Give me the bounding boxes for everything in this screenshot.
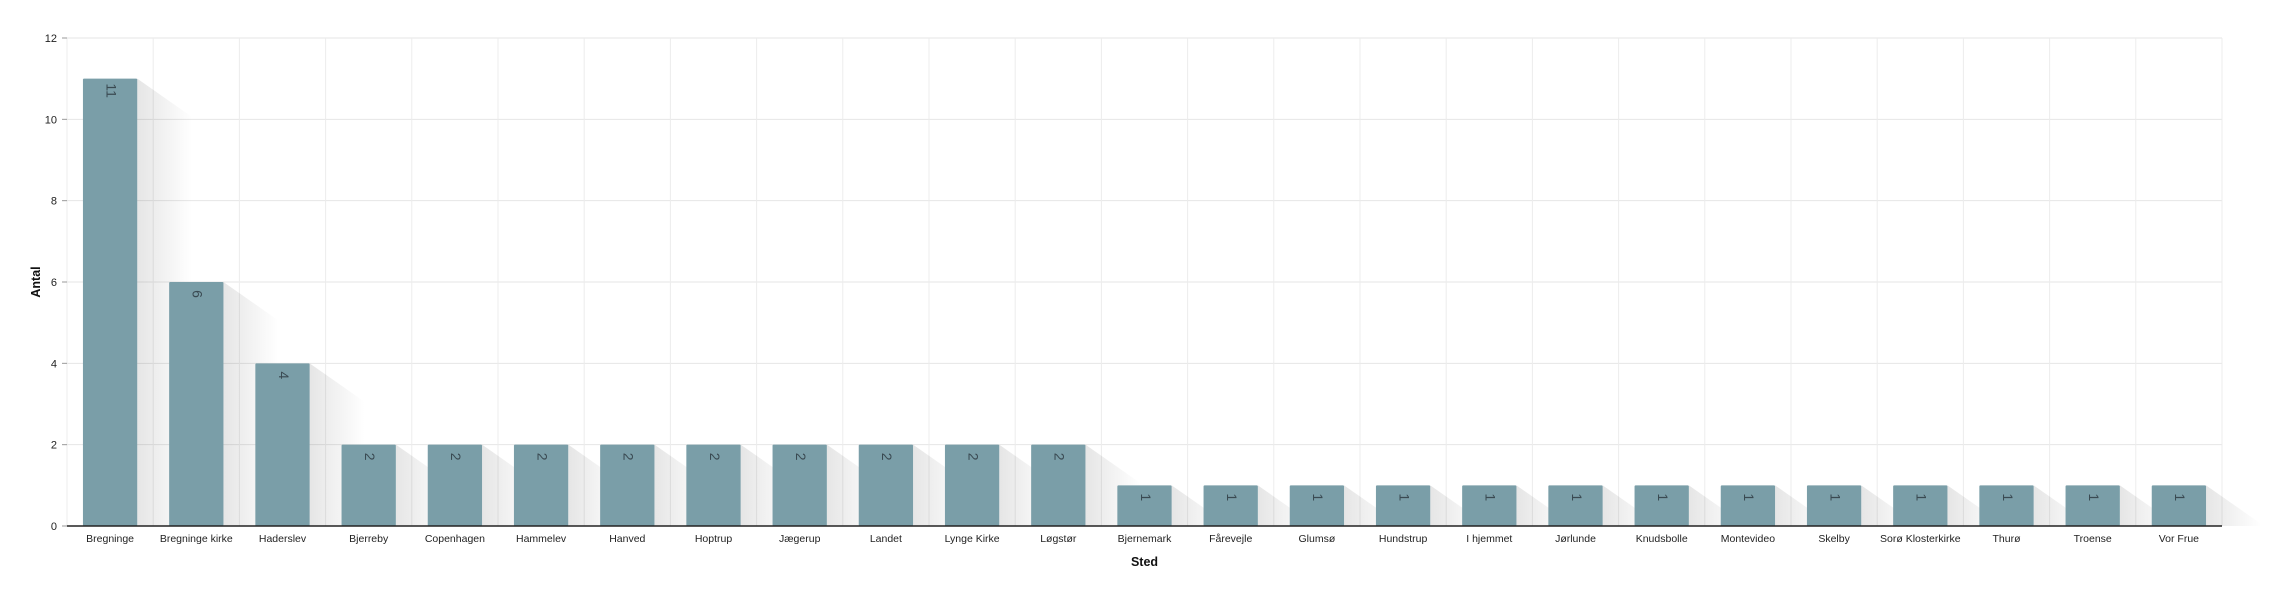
x-tick-label: Thurø xyxy=(1992,533,2021,545)
bar-shadow xyxy=(2206,485,2262,526)
x-tick-label: Skelby xyxy=(1818,533,1850,545)
x-tick-label: Bregninge kirke xyxy=(160,533,233,545)
bar-data-label: 1 xyxy=(1569,493,1585,501)
bar xyxy=(1289,485,1345,526)
bar-data-label: 1 xyxy=(1655,493,1671,501)
bar-data-label: 2 xyxy=(879,453,895,461)
x-tick-label: I hjemmet xyxy=(1466,533,1512,545)
bar xyxy=(600,444,655,526)
bar xyxy=(772,444,827,526)
bar xyxy=(1979,485,2034,526)
bar-data-label: 2 xyxy=(621,453,637,461)
x-tick-label: Vor Frue xyxy=(2159,533,2199,545)
bar xyxy=(341,444,396,526)
y-tick-label: 10 xyxy=(45,114,57,126)
bar xyxy=(1462,485,1517,526)
bar xyxy=(1031,444,1086,526)
bar xyxy=(255,363,310,526)
x-tick-label: Løgstør xyxy=(1040,533,1077,545)
x-tick-label: Copenhagen xyxy=(425,533,485,545)
bar xyxy=(82,78,138,527)
x-tick-label: Glumsø xyxy=(1299,533,1336,545)
x-tick-label: Troense xyxy=(2074,533,2112,545)
bar-data-label: 1 xyxy=(1138,493,1154,501)
bar xyxy=(2151,485,2207,526)
bar-data-label: 1 xyxy=(2000,493,2016,501)
bar xyxy=(686,444,741,526)
bar xyxy=(858,444,914,526)
x-tick-label: Fårevejle xyxy=(1209,533,1252,545)
bar-data-label: 1 xyxy=(2172,493,2188,501)
y-axis-title: Antal xyxy=(29,266,43,297)
bar-data-label: 4 xyxy=(276,371,292,379)
bar xyxy=(169,282,224,526)
x-tick-label: Jørlunde xyxy=(1555,533,1596,545)
x-tick-label: Bjerreby xyxy=(349,533,389,545)
grid xyxy=(66,37,2223,527)
bar xyxy=(1548,485,1603,526)
bar-data-label: 1 xyxy=(2086,493,2102,501)
bar-data-label: 2 xyxy=(448,453,464,461)
x-tick-label: Hundstrup xyxy=(1379,533,1428,545)
x-tick-label: Haderslev xyxy=(259,533,307,545)
bar-data-label: 2 xyxy=(534,453,550,461)
bar xyxy=(1634,485,1689,526)
bar-data-label: 2 xyxy=(793,453,809,461)
y-tick-label: 0 xyxy=(51,521,57,533)
x-tick-label: Lynge Kirke xyxy=(945,533,1000,545)
x-tick-label: Hammelev xyxy=(516,533,567,545)
bar-data-label: 1 xyxy=(1914,493,1930,501)
x-tick-label: Bjernemark xyxy=(1118,533,1172,545)
bar xyxy=(513,444,569,526)
y-tick-label: 12 xyxy=(45,33,57,45)
bar-data-label: 11 xyxy=(103,83,119,98)
y-tick-label: 8 xyxy=(51,196,57,208)
bar-data-label: 1 xyxy=(1396,493,1412,501)
x-tick-label: Landet xyxy=(870,533,902,545)
x-tick-label: Bregninge xyxy=(86,533,134,545)
bar xyxy=(1720,485,1776,526)
bar-data-label: 1 xyxy=(1483,493,1499,501)
x-axis-title: Sted xyxy=(1131,555,1158,569)
bar-data-label: 1 xyxy=(1827,493,1843,501)
bar-data-label: 1 xyxy=(1741,493,1757,501)
bar xyxy=(1806,485,1862,526)
bar-data-label: 1 xyxy=(1310,493,1326,501)
y-tick-label: 2 xyxy=(51,440,57,452)
bar-data-label: 2 xyxy=(707,453,723,461)
x-tick-label: Montevideo xyxy=(1721,533,1775,545)
bar xyxy=(1375,485,1431,526)
bar xyxy=(1893,485,1948,526)
x-tick-label: Knudsbolle xyxy=(1636,533,1688,545)
bar-data-label: 1 xyxy=(1224,493,1240,501)
x-tick-label: Jægerup xyxy=(779,533,821,545)
x-tick-label: Hoptrup xyxy=(695,533,733,545)
bar-data-label: 2 xyxy=(362,453,378,461)
bar-data-label: 6 xyxy=(190,290,206,298)
bar xyxy=(2065,485,2120,526)
x-tick-label: Sorø Klosterkirke xyxy=(1880,533,1961,545)
bar-data-label: 2 xyxy=(965,453,981,461)
bar-data-label: 2 xyxy=(1052,453,1068,461)
bar xyxy=(1203,485,1258,526)
y-tick-label: 6 xyxy=(51,277,57,289)
y-tick-label: 4 xyxy=(51,358,57,370)
bar xyxy=(1117,485,1172,526)
bar xyxy=(944,444,1000,526)
x-tick-label: Hanved xyxy=(609,533,645,545)
bar xyxy=(427,444,483,526)
